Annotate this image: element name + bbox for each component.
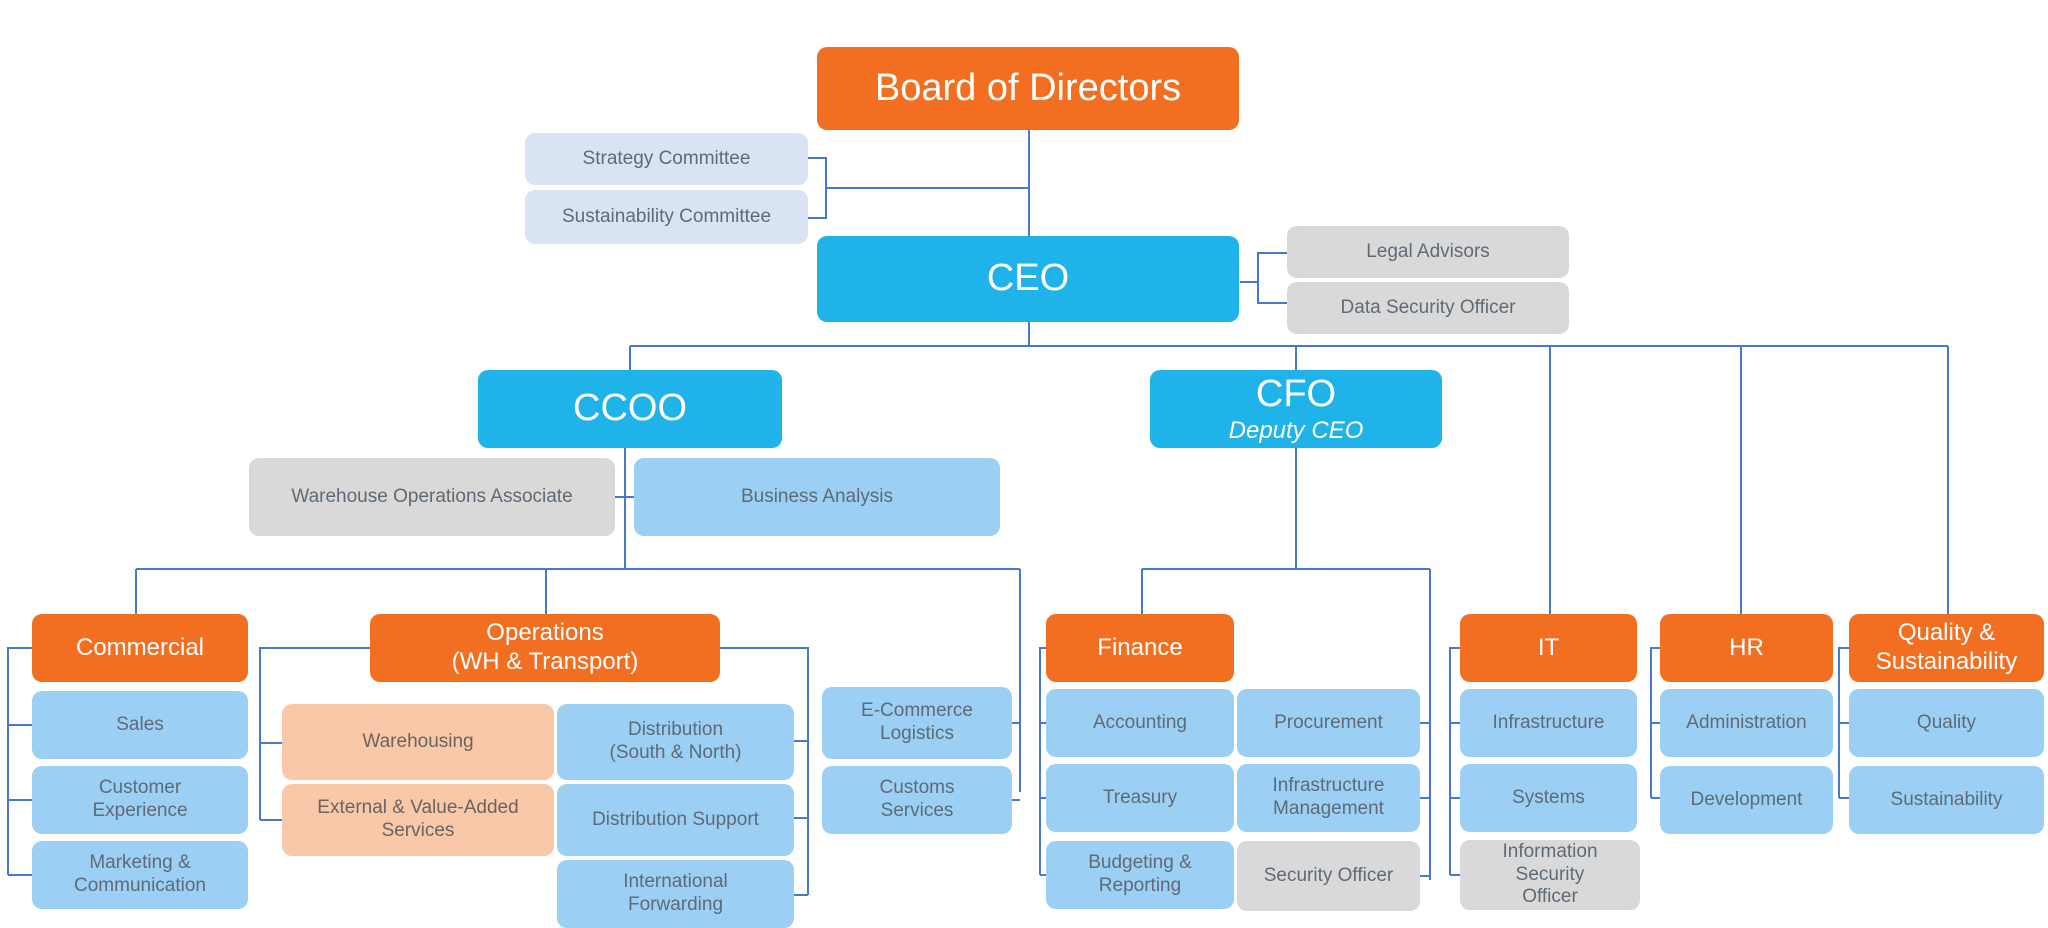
procurement-box: Procurement [1237,689,1420,757]
quality-box: Quality [1849,689,2044,757]
data-security-officer-box: Data Security Officer [1287,282,1569,334]
customs-label-2: Services [880,800,954,821]
quality-label: Quality [1916,711,1977,733]
customer-experience-label-2: Experience [92,800,188,821]
commercial-box: Commercial [32,614,248,682]
international-forwarding-box: International Forwarding [557,860,794,928]
it-box: IT [1460,614,1637,682]
sales-label: Sales [116,713,164,735]
connector [808,157,1029,219]
treasury-box: Treasury [1046,764,1234,832]
external-services-label-1: External & Value-Added [317,797,519,819]
operations-title-1: Operations [486,619,604,647]
distribution-support-box: Distribution Support [557,784,794,856]
administration-label: Administration [1686,711,1807,733]
budgeting-reporting-box: Budgeting & Reporting [1046,841,1234,909]
connector [629,346,1949,614]
procurement-label: Procurement [1274,711,1383,733]
infrastructure-box: Infrastructure [1460,689,1637,757]
ccoo-box: CCOO [478,370,782,448]
distribution-label-1: Distribution [627,719,724,741]
distribution-south-north-box: Distribution (South & North) [557,704,794,780]
connector [1449,647,1460,876]
legal-advisors-box: Legal Advisors [1287,226,1569,278]
budgeting-label-2: Reporting [1098,875,1182,896]
infrastructure-management-label-1: Infrastructure [1272,775,1385,797]
operations-title-2: (WH & Transport) [451,648,639,675]
board-of-directors-box: Board of Directors [817,47,1239,130]
cfo-box: CFO Deputy CEO [1150,370,1442,448]
info-security-label-1: Information [1502,840,1598,862]
customs-services-box: Customs Services [822,766,1012,834]
strategy-committee-box: Strategy Committee [525,133,808,185]
quality-sustainability-title-2: Sustainability [1875,648,2018,675]
customer-experience-label-1: Customer [98,777,182,799]
sustainability-box: Sustainability [1849,766,2044,834]
connector [720,647,809,896]
quality-sustainability-title-1: Quality & [1897,619,1996,647]
systems-box: Systems [1460,764,1637,832]
info-security-label-3: Officer [1522,886,1578,908]
connector [630,322,1948,347]
warehousing-box: Warehousing [282,704,554,780]
accounting-box: Accounting [1046,689,1234,757]
security-officer-box: Security Officer [1237,841,1420,911]
warehouse-operations-associate-box: Warehouse Operations Associate [249,458,615,536]
distribution-label-2: (South & North) [609,742,742,763]
international-forwarding-label-1: International [623,871,728,893]
sales-box: Sales [32,691,248,759]
customer-experience-box: Customer Experience [32,766,248,834]
sustainability-label: Sustainability [1890,788,2003,810]
operations-box: Operations (WH & Transport) [370,614,720,682]
administration-box: Administration [1660,689,1833,757]
treasury-label: Treasury [1102,786,1178,808]
business-analysis-box: Business Analysis [634,458,1000,536]
marketing-communication-box: Marketing & Communication [32,841,248,909]
connector [1240,252,1287,304]
customs-label-1: Customs [879,777,955,799]
infrastructure-management-label-2: Management [1273,798,1384,819]
connector [135,568,1021,801]
cfo-subtitle: Deputy CEO [1228,417,1364,445]
warehousing-label: Warehousing [362,730,474,752]
connector [1141,448,1431,880]
info-security-label-2: Security [1515,863,1585,885]
connector [1039,647,1046,876]
information-security-officer-box: Information Security Officer [1460,840,1640,910]
accounting-label: Accounting [1092,711,1187,733]
external-value-added-services-box: External & Value-Added Services [282,784,554,856]
development-label: Development [1690,788,1803,810]
international-forwarding-label-2: Forwarding [627,894,724,915]
connector [7,647,32,876]
hr-box: HR [1660,614,1833,682]
quality-sustainability-box: Quality & Sustainability [1849,614,2044,682]
ceo-box: CEO [817,236,1239,322]
e-commerce-label-1: E-Commerce [861,700,973,722]
systems-label: Systems [1512,786,1585,808]
connector [259,647,370,821]
marketing-communication-label-2: Communication [74,875,206,896]
sustainability-committee-box: Sustainability Committee [525,190,808,244]
infrastructure-label: Infrastructure [1492,711,1605,733]
distribution-support-label: Distribution Support [592,808,759,830]
marketing-communication-label-1: Marketing & [89,852,191,874]
infrastructure-management-box: Infrastructure Management [1237,764,1420,832]
e-commerce-label-2: Logistics [880,723,954,744]
security-officer-label: Security Officer [1263,864,1394,886]
e-commerce-logistics-box: E-Commerce Logistics [822,687,1012,759]
connector [615,448,634,569]
external-services-label-2: Services [381,820,455,841]
cfo-title: CFO [1255,372,1337,415]
budgeting-label-1: Budgeting & [1088,852,1192,874]
connector [1650,647,1660,799]
connector [1838,647,1849,799]
finance-box: Finance [1046,614,1234,682]
development-box: Development [1660,766,1833,834]
